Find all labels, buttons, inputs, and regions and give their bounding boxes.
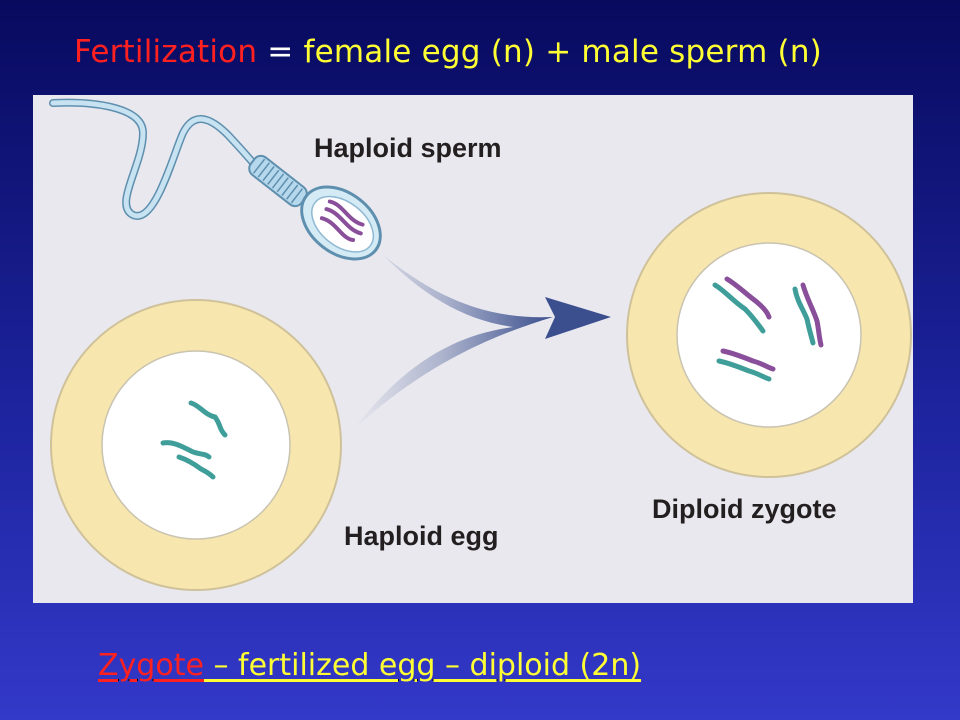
egg-cell-icon — [50, 299, 342, 591]
sperm-cell-icon — [49, 98, 382, 261]
slide-caption: Zygote – fertilized egg – diploid (2n) — [98, 645, 641, 687]
title-definition: female egg (n) + male sperm (n) — [303, 34, 822, 70]
fertilization-arrow-icon — [353, 255, 611, 430]
caption-separator: – — [203, 648, 239, 683]
sperm-head — [300, 185, 382, 261]
label-haploid-sperm: Haploid sperm — [314, 133, 502, 163]
label-diploid-zygote: Diploid zygote — [652, 494, 837, 524]
title-equals: = — [267, 34, 294, 70]
sperm-midpiece — [248, 154, 308, 208]
zygote-cell-icon — [626, 192, 912, 478]
diagram-canvas — [49, 98, 912, 591]
title-term: Fertilization — [74, 34, 258, 70]
caption-definition: fertilized egg – diploid (2n) — [238, 648, 642, 683]
fertilization-diagram: Haploid sperm Haploid egg Diploid zygote — [33, 95, 913, 603]
slide-title: Fertilization = female egg (n) + male sp… — [74, 30, 894, 74]
caption-term: Zygote — [98, 648, 204, 683]
label-haploid-egg: Haploid egg — [344, 521, 499, 551]
